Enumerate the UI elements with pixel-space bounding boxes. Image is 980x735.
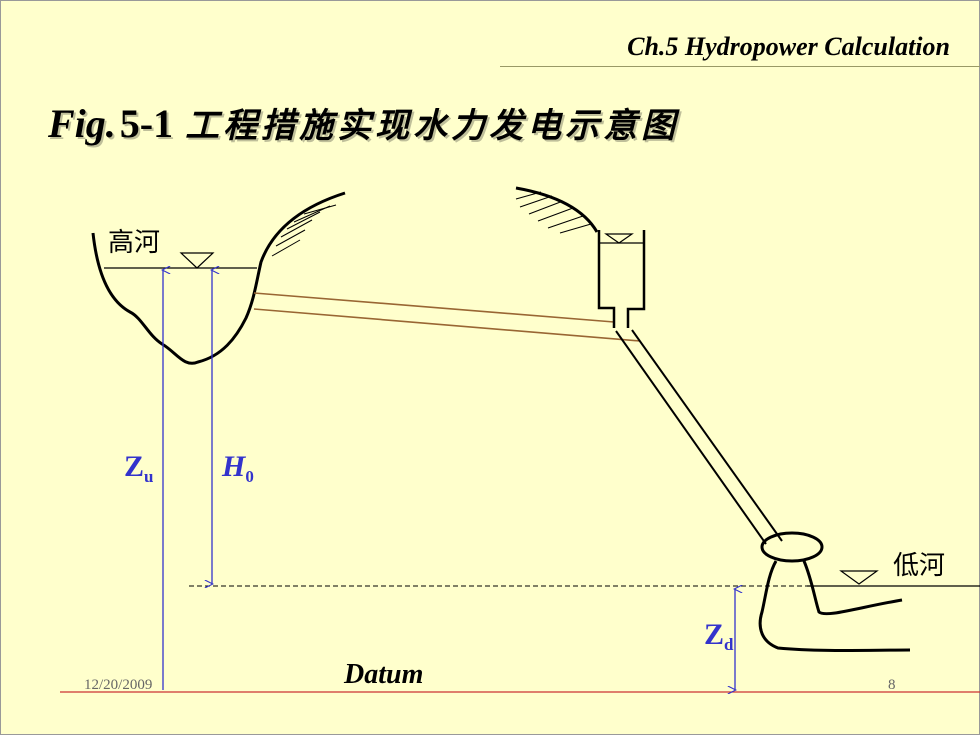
lower-water-symbol	[839, 570, 879, 585]
title-number: 5-1	[119, 101, 174, 146]
upper-right-hill	[515, 186, 599, 233]
zd-subscript: d	[724, 635, 734, 654]
draft-tube-left	[758, 560, 911, 652]
h0-label: H0	[222, 450, 254, 487]
surge-tank-left	[597, 230, 616, 328]
turbine	[760, 531, 824, 563]
header-underline	[500, 66, 980, 67]
title-fig: Fig.	[48, 101, 116, 146]
h0-main: H	[222, 450, 246, 483]
surge-tank-symbol	[604, 233, 634, 244]
surge-tank-right	[626, 230, 646, 328]
upper-reservoir-bank	[91, 191, 346, 365]
penstock-right	[631, 329, 783, 542]
hill-hatching	[515, 191, 592, 234]
datum-label: Datum	[344, 659, 424, 690]
slide-title: Fig. 5-1 工程措施实现水力发电示意图	[48, 98, 679, 147]
lower-river-label: 低河	[893, 551, 946, 581]
upper-water-symbol	[179, 252, 215, 269]
headrace-tunnel-bottom	[253, 308, 641, 342]
chapter-header: Ch.5 Hydropower Calculation	[627, 32, 950, 61]
zd-label: Zd	[704, 618, 733, 655]
footer-page-number: 8	[888, 677, 896, 693]
zu-subscript: u	[144, 467, 154, 486]
upper-bank-hatching	[271, 204, 337, 257]
h0-subscript: 0	[245, 467, 254, 486]
zu-label: Zu	[124, 450, 153, 487]
footer-date: 12/20/2009	[84, 677, 153, 693]
zu-main: Z	[124, 450, 145, 483]
zd-main: Z	[704, 618, 725, 651]
title-text: 工程措施实现水力发电示意图	[185, 106, 680, 146]
penstock-left	[615, 330, 767, 545]
upper-river-label: 高河	[108, 228, 161, 258]
draft-tube-right	[802, 560, 903, 616]
headrace-tunnel-top	[253, 292, 615, 323]
